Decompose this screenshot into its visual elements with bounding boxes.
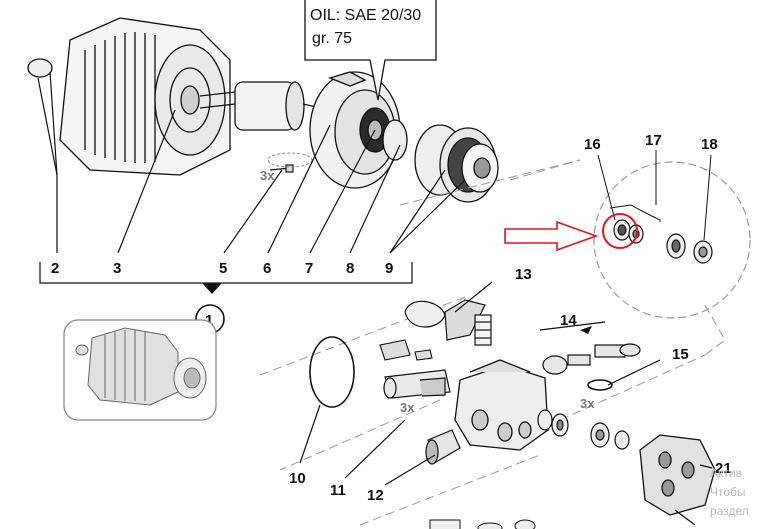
- bearing-and-seals: [382, 119, 499, 203]
- pump-body: [454, 359, 549, 451]
- arrow-14: [580, 326, 592, 334]
- motor-assembly-thumbnail: [63, 319, 217, 421]
- valve-seals-row: [537, 409, 630, 450]
- red-pointer-arrow: [504, 220, 599, 252]
- callout-2: 2: [51, 260, 59, 277]
- bypass-valve: [542, 343, 641, 375]
- callout-18: 18: [701, 136, 718, 153]
- o-ring-10: [309, 336, 355, 408]
- bottom-leader-lines: [299, 281, 713, 486]
- group-bracket: [39, 262, 413, 284]
- callout-16: 16: [584, 136, 601, 153]
- top-leader-lines: [37, 71, 466, 254]
- callout-17: 17: [645, 132, 662, 149]
- callout-1: 1: [205, 312, 213, 329]
- oil-note-line2: gr. 75: [312, 30, 352, 47]
- motor-housing: [27, 17, 231, 176]
- callout-14: 14: [560, 312, 577, 329]
- callout-10: 10: [289, 470, 306, 487]
- callout-21: 21: [715, 460, 732, 477]
- watermark-line2: Чтобы: [710, 485, 746, 499]
- qty-label-middle: 3x: [400, 400, 415, 415]
- callout-3: 3: [113, 260, 121, 277]
- callout-6: 6: [263, 260, 271, 277]
- callout-5: 5: [219, 260, 227, 277]
- dashed-frame-lines: [259, 159, 726, 526]
- screw-3x: [269, 164, 294, 173]
- qty-label-right: 3x: [580, 396, 595, 411]
- pressure-switch: [404, 299, 492, 346]
- callout-8: 8: [346, 260, 354, 277]
- oil-note-box: OIL: SAE 20/30 gr. 75: [304, 0, 437, 101]
- top-callout-row: 2 3 5 6 7 8 9: [51, 260, 393, 277]
- outlet-fitting: [425, 429, 461, 465]
- watermark-line3: раздел: [710, 504, 749, 518]
- rotor-shaft: [199, 81, 331, 131]
- detail-circle: 16 17 18: [584, 132, 751, 319]
- pump-head-21: [639, 434, 716, 526]
- piston-assembly: [383, 369, 451, 399]
- qty-label-top: 3x: [260, 168, 275, 183]
- callout-15: 15: [672, 346, 689, 363]
- callout-12: 12: [367, 487, 384, 504]
- oil-note-line1: OIL: SAE 20/30: [310, 7, 421, 24]
- bottom-parts-fragment: [429, 519, 536, 529]
- red-highlight-circle: [602, 213, 638, 249]
- small-bracket-parts: [379, 339, 433, 361]
- callout-13: 13: [515, 266, 532, 283]
- o-ring-15: [587, 379, 613, 391]
- dashed-ring: [267, 152, 313, 168]
- callout-9: 9: [385, 260, 393, 277]
- bracket-pointer: [202, 283, 222, 294]
- watermark-line1: Актив: [710, 466, 742, 480]
- callout-7: 7: [305, 260, 313, 277]
- callout-11: 11: [330, 482, 346, 499]
